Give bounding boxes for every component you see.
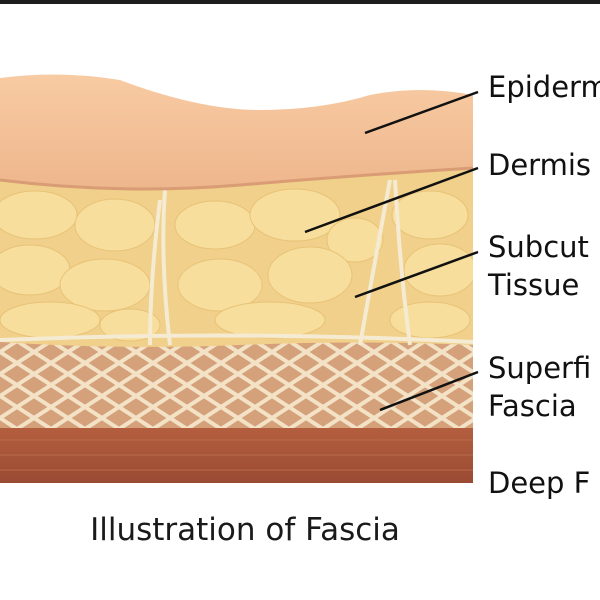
epidermis-dermis-layer xyxy=(0,74,473,189)
leader-lines xyxy=(304,90,479,412)
superficial-fascia-layer xyxy=(0,335,473,428)
label-subcutaneous-line1: Subcut xyxy=(488,230,589,264)
fat-lobules xyxy=(0,188,473,342)
label-superficial-line2: Fascia xyxy=(488,389,577,423)
fibrous-septa xyxy=(0,179,473,346)
label-superficial-line1: Superfi xyxy=(488,351,592,385)
top-bar xyxy=(0,0,600,4)
label-epidermis: Epiderm xyxy=(488,70,600,104)
diagram-title: Illustration of Fascia xyxy=(90,512,400,548)
label-deep-fascia: Deep F xyxy=(488,466,591,500)
label-subcutaneous-line2: Tissue xyxy=(488,268,580,302)
label-dermis: Dermis xyxy=(488,148,592,182)
